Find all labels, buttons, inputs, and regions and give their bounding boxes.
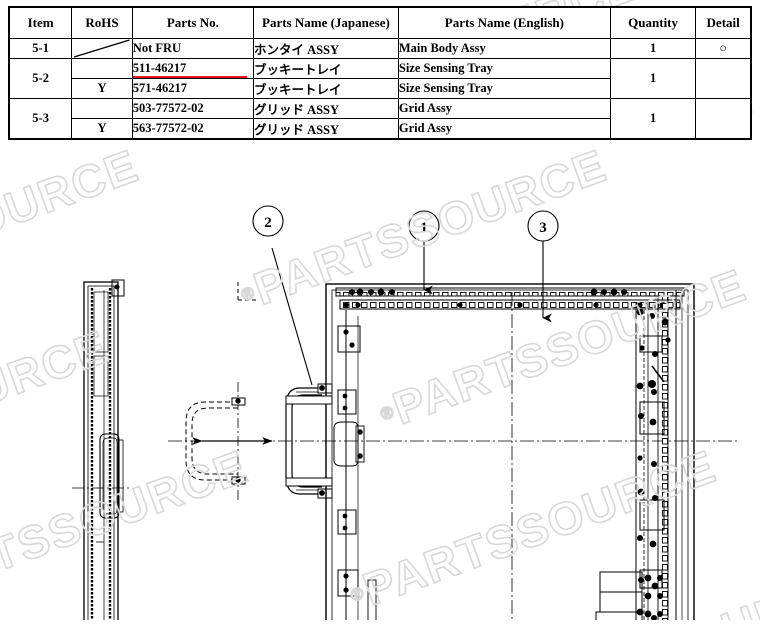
rohs-slash-icon (74, 39, 130, 58)
cell-detail (695, 98, 753, 140)
cell-name-jp: ブッキートレイ (252, 78, 399, 99)
cell-item: 5-3 (8, 98, 73, 140)
callout-group: 1 2 3 (252, 205, 559, 386)
left-protruding-rails (285, 395, 333, 487)
parts-no-text: 511-46217 (132, 61, 187, 75)
column-header-detail: Detail (695, 6, 753, 39)
cell-rohs: Y (71, 78, 133, 99)
reference-dashed-marker (237, 282, 256, 301)
cell-name-jp: ブッキートレイ (252, 58, 399, 79)
callout-number-2: 2 (264, 215, 272, 231)
column-header-name-en: Parts Name (English) (397, 6, 611, 39)
cell-quantity: 1 (609, 58, 697, 99)
cell-parts-no-highlighted: 511-46217 (131, 58, 254, 79)
cell-quantity: 1 (609, 38, 697, 59)
cell-name-jp: グリッド ASSY (252, 98, 399, 119)
parts-no-text: Not FRU (132, 41, 182, 55)
cell-rohs-slashed (71, 38, 133, 59)
cell-name-jp: ホンタイ ASSY (252, 38, 399, 59)
column-header-parts-no: Parts No. (131, 6, 254, 39)
column-header-quantity: Quantity (609, 6, 697, 39)
table-row: 5-1 Not FRU ホンタイ ASSY Main Body Assy 1 ○ (8, 38, 753, 59)
column-header-item: Item (8, 6, 73, 39)
cell-name-en: Grid Assy (397, 118, 611, 140)
red-highlight-underline (132, 76, 247, 78)
callout-balloon-1: 1 (408, 210, 440, 242)
cell-name-en: Grid Assy (397, 98, 611, 119)
left-rail-brackets (333, 310, 377, 620)
tray-phantom-brackets (231, 397, 246, 485)
parts-no-text: 503-77572-02 (132, 101, 204, 115)
cell-name-en: Size Sensing Tray (397, 58, 611, 79)
parts-table: Item RoHS Parts No. Parts Name (Japanese… (8, 6, 753, 140)
callout-number-3: 3 (539, 220, 547, 236)
cell-quantity: 1 (609, 98, 697, 140)
cell-parts-no: 503-77572-02 (131, 98, 254, 119)
table-row: 5-3 503-77572-02 グリッド ASSY Grid Assy 1 (8, 98, 753, 140)
cell-parts-no: 563-77572-02 (131, 118, 254, 140)
table-row: 5-2 511-46217 ブッキートレイ Size Sensing Tray … (8, 58, 753, 99)
table-row: Y 563-77572-02 グリッド ASSY Grid Assy (9, 118, 751, 140)
cell-parts-no: 571-46217 (131, 78, 254, 99)
right-rail-assembly (595, 290, 683, 620)
parts-no-text: 571-46217 (132, 81, 187, 95)
cell-rohs (71, 98, 133, 119)
cell-detail (695, 58, 753, 99)
cell-name-en: Main Body Assy (397, 38, 611, 59)
assembly-drawing: 1 2 3 (0, 140, 760, 620)
cell-name-jp: グリッド ASSY (252, 118, 399, 140)
top-rail (335, 287, 685, 310)
cell-rohs (71, 58, 133, 79)
cell-item: 5-1 (8, 38, 73, 59)
parts-no-text: 563-77572-02 (132, 121, 204, 135)
cell-name-en: Size Sensing Tray (397, 78, 611, 99)
callout-number-1: 1 (420, 220, 428, 236)
cell-item: 5-2 (8, 58, 73, 99)
cell-parts-no: Not FRU (131, 38, 254, 59)
callout-balloon-3: 3 (527, 210, 559, 242)
side-elevation-view (72, 279, 132, 620)
column-header-name-jp: Parts Name (Japanese) (252, 6, 399, 39)
callout-balloon-2: 2 (252, 205, 284, 237)
column-header-rohs: RoHS (71, 6, 133, 39)
callout-leader-2 (271, 247, 313, 386)
cell-detail: ○ (695, 38, 753, 59)
main-body-assembly (285, 283, 695, 620)
cell-rohs: Y (71, 118, 133, 140)
table-header-row: Item RoHS Parts No. Parts Name (Japanese… (8, 6, 753, 39)
